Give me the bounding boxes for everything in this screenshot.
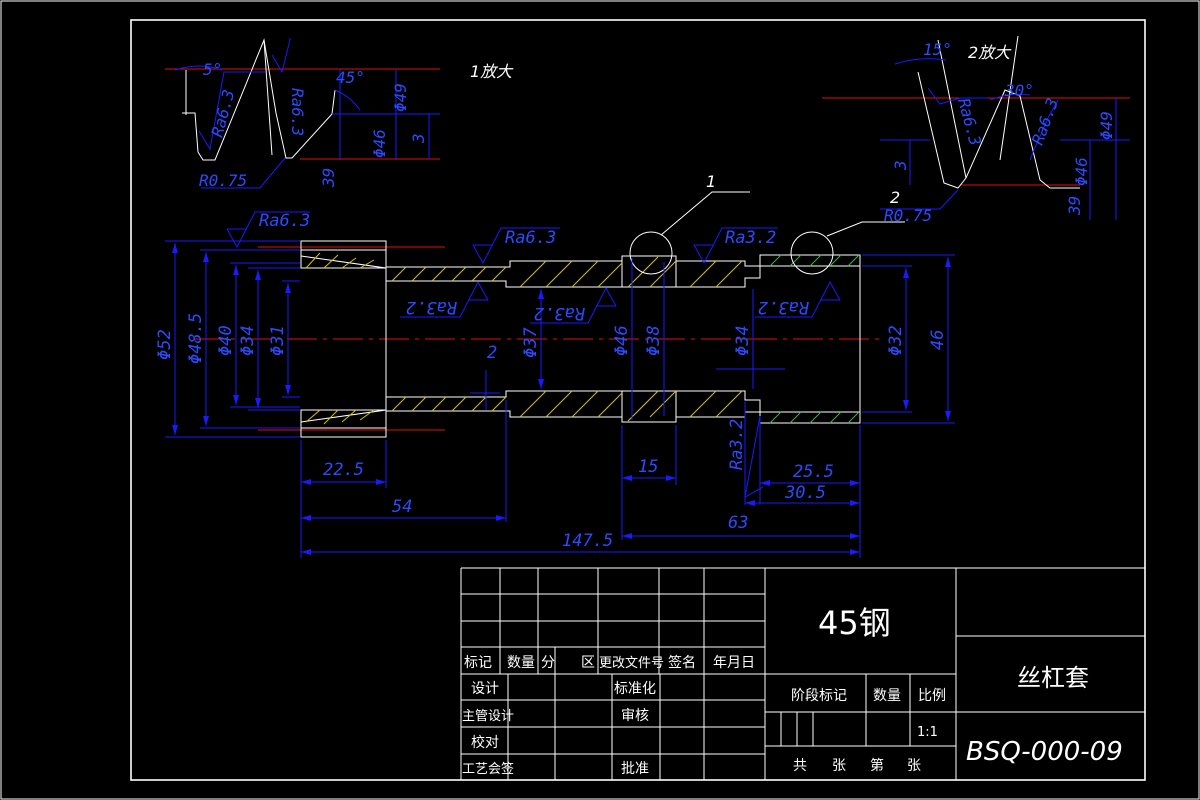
dim-22-5: 22.5: [323, 460, 364, 480]
detail2-angle-15: 15°: [923, 40, 952, 59]
horizontal-dims: [301, 368, 860, 553]
detail1-angle-5: 5°: [203, 60, 222, 79]
hatch-bottom-left: [305, 390, 743, 425]
detail2-d49: Φ49: [1097, 111, 1116, 140]
dim-arrowheads: [172, 243, 951, 555]
role-process: 工艺会签: [462, 761, 514, 777]
detail-1-circle: [629, 231, 673, 275]
role-review: 审核: [621, 708, 649, 724]
dim-46: 46: [928, 330, 948, 350]
dim-gap-2: 2: [487, 343, 497, 363]
detail1-d49: Φ49: [391, 83, 410, 112]
detail1-ra63-b: Ra6.3: [288, 88, 307, 136]
main-section-view: 1 2: [155, 172, 955, 558]
detail-1-view: 5° 45° Ra6.3 Ra6.3 Φ49 Φ46 3 39 R0.75 1放…: [165, 38, 514, 190]
dim-d40: Φ40: [216, 325, 236, 356]
scale-value: 1:1: [917, 725, 938, 740]
vertical-dims: [174, 243, 949, 435]
dim-d38: Φ38: [644, 325, 664, 356]
detail2-3: 3: [891, 160, 910, 171]
role-standard: 标准化: [614, 681, 656, 697]
roughness-ra32-bore-left: Ra3.2: [406, 297, 457, 317]
part-name: 丝杠套: [1017, 664, 1089, 692]
dim-25-5: 25.5: [793, 462, 834, 482]
dim-54: 54: [392, 497, 412, 517]
roughness-ra32-top: Ra3.2: [725, 228, 776, 248]
detail2-label: 2放大: [968, 43, 1012, 62]
roughness-ra63-mid: Ra6.3: [505, 228, 556, 248]
dim-15: 15: [638, 457, 658, 477]
roughness-ra32-bore-mid: Ra3.2: [534, 303, 585, 323]
material: 45钢: [818, 604, 891, 642]
detail2-r075: R0.75: [884, 206, 932, 225]
sheets-total: 共: [793, 758, 807, 774]
dim-30-5: 30.5: [784, 483, 826, 503]
detail2-39: 39: [1065, 196, 1084, 216]
dim-d48-5: Φ48.5: [186, 313, 206, 364]
dim-d34-right: Φ34: [733, 325, 753, 356]
rev-header-qty: 数量: [507, 655, 535, 671]
rev-header-div: 分: [541, 655, 555, 671]
rev-header-change-doc: 更改文件号: [599, 656, 664, 671]
sheets-zhang2: 张: [907, 758, 921, 774]
dim-d46: Φ46: [612, 325, 632, 356]
hatch-top-right: [769, 254, 860, 267]
detail2-ra63-b: Ra6.3: [1028, 96, 1062, 148]
detail1-r075: R0.75: [199, 171, 247, 190]
scale-label: 比例: [918, 688, 946, 704]
detail-2-view: 15° 30° Ra6.3 Ra6.3 Φ49 Φ46 3 39 R0.75 2…: [822, 35, 1130, 225]
sheets-sheet: 第: [870, 757, 884, 774]
dim-d32: Φ32: [886, 325, 906, 356]
qty-label: 数量: [873, 688, 901, 704]
rev-header-date: 年月日: [713, 655, 755, 671]
stage-label: 阶段标记: [791, 688, 847, 704]
callout-1: 1: [706, 172, 716, 191]
detail1-angle-45: 45°: [336, 68, 365, 87]
sheets-zhang1: 张: [832, 758, 846, 774]
dim-63: 63: [728, 513, 748, 533]
callout-2: 2: [890, 188, 900, 207]
drawing-number: BSQ-000-09: [966, 737, 1123, 767]
detail1-39: 39: [319, 168, 338, 188]
roughness-ra32-bore-right: Ra3.2: [758, 297, 809, 317]
detail-2-leader: [826, 221, 905, 237]
drawing-frame: [130, 19, 1146, 781]
dim-d34-left: Φ34: [238, 325, 258, 356]
detail-2-circle: [790, 231, 834, 275]
roughness-ra63-left: Ra6.3: [259, 211, 310, 231]
dim-d31: Φ31: [268, 325, 288, 356]
extension-lines: [165, 240, 955, 558]
role-chief-design: 主管设计: [462, 709, 514, 724]
hatch-top-left: [305, 252, 743, 288]
detail1-d46: Φ46: [370, 129, 389, 158]
hatch-bottom-right: [769, 411, 860, 424]
role-design: 设计: [471, 681, 499, 697]
dim-147-5: 147.5: [562, 531, 613, 551]
detail-1-leader: [660, 191, 750, 236]
dim-d52: Φ52: [155, 329, 175, 360]
roughness-ra32-vertical: Ra3.2: [727, 419, 747, 470]
title-block: 标记 数量 分 区 更改文件号 签名 年月日 设计 主管设计 校对 工艺会签 标…: [460, 567, 1145, 780]
roughness-symbols: [226, 211, 841, 498]
detail1-3: 3: [409, 133, 428, 144]
rev-header-zone: 区: [581, 655, 595, 671]
role-check: 校对: [471, 734, 499, 751]
detail2-angle-30: 30°: [1004, 81, 1034, 100]
role-approve: 批准: [621, 761, 649, 777]
rev-header-sign: 签名: [668, 654, 696, 671]
detail1-label: 1放大: [470, 62, 514, 81]
dim-d37: Φ37: [521, 327, 541, 358]
detail2-d46: Φ46: [1072, 157, 1091, 186]
rev-header-mark: 标记: [464, 655, 492, 671]
